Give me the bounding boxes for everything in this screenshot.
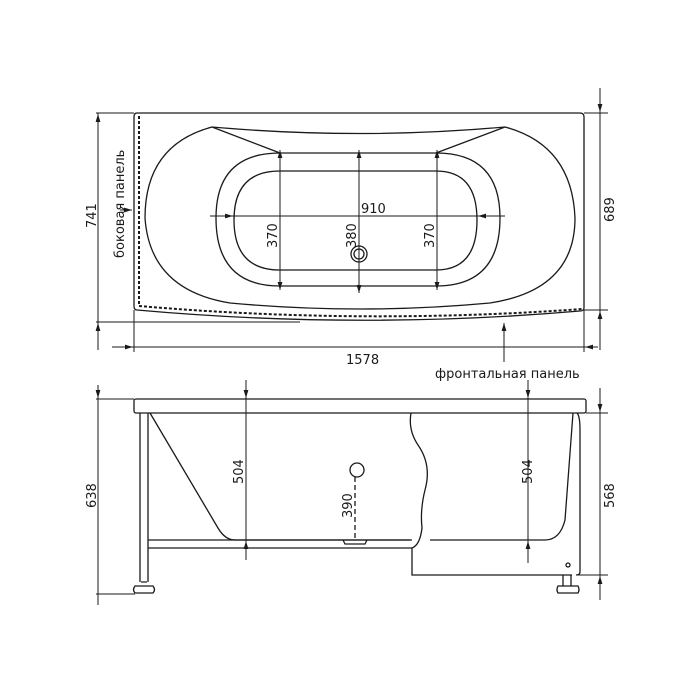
label-380: 380 bbox=[345, 223, 360, 248]
top-view: 910 370 380 370 741 боковая панель 689 1… bbox=[85, 88, 618, 382]
panel-cutout-edge bbox=[409, 412, 572, 576]
left-leg bbox=[132, 413, 156, 594]
overflow-icon bbox=[349, 462, 365, 478]
tub-body-right bbox=[430, 412, 574, 541]
front-panel-label: фронтальная панель bbox=[435, 367, 580, 382]
tub-rim-side bbox=[133, 398, 587, 414]
side-view: 390 504 504 638 568 bbox=[85, 380, 618, 605]
adjust-screw-icon bbox=[565, 562, 571, 568]
right-leg bbox=[556, 575, 580, 594]
side-panel-label: боковая панель bbox=[113, 150, 128, 258]
right-panel-edge bbox=[575, 412, 581, 576]
outer-bowl bbox=[144, 126, 576, 310]
drain-side bbox=[342, 539, 368, 545]
label-504-left: 504 bbox=[232, 459, 247, 484]
label-370-left: 370 bbox=[266, 223, 281, 248]
front-panel-dashed bbox=[138, 305, 583, 318]
label-568: 568 bbox=[603, 483, 618, 508]
label-504-right: 504 bbox=[521, 459, 536, 484]
label-370-right: 370 bbox=[423, 223, 438, 248]
tub-body bbox=[149, 412, 410, 541]
label-390: 390 bbox=[341, 493, 356, 518]
label-638: 638 bbox=[85, 483, 100, 508]
label-910: 910 bbox=[361, 202, 386, 217]
tub-rim-outline bbox=[133, 112, 585, 321]
inner-oval bbox=[233, 170, 478, 271]
label-689: 689 bbox=[603, 197, 618, 222]
label-1578: 1578 bbox=[346, 353, 379, 368]
headrest bbox=[211, 126, 506, 154]
label-741: 741 bbox=[85, 203, 100, 228]
